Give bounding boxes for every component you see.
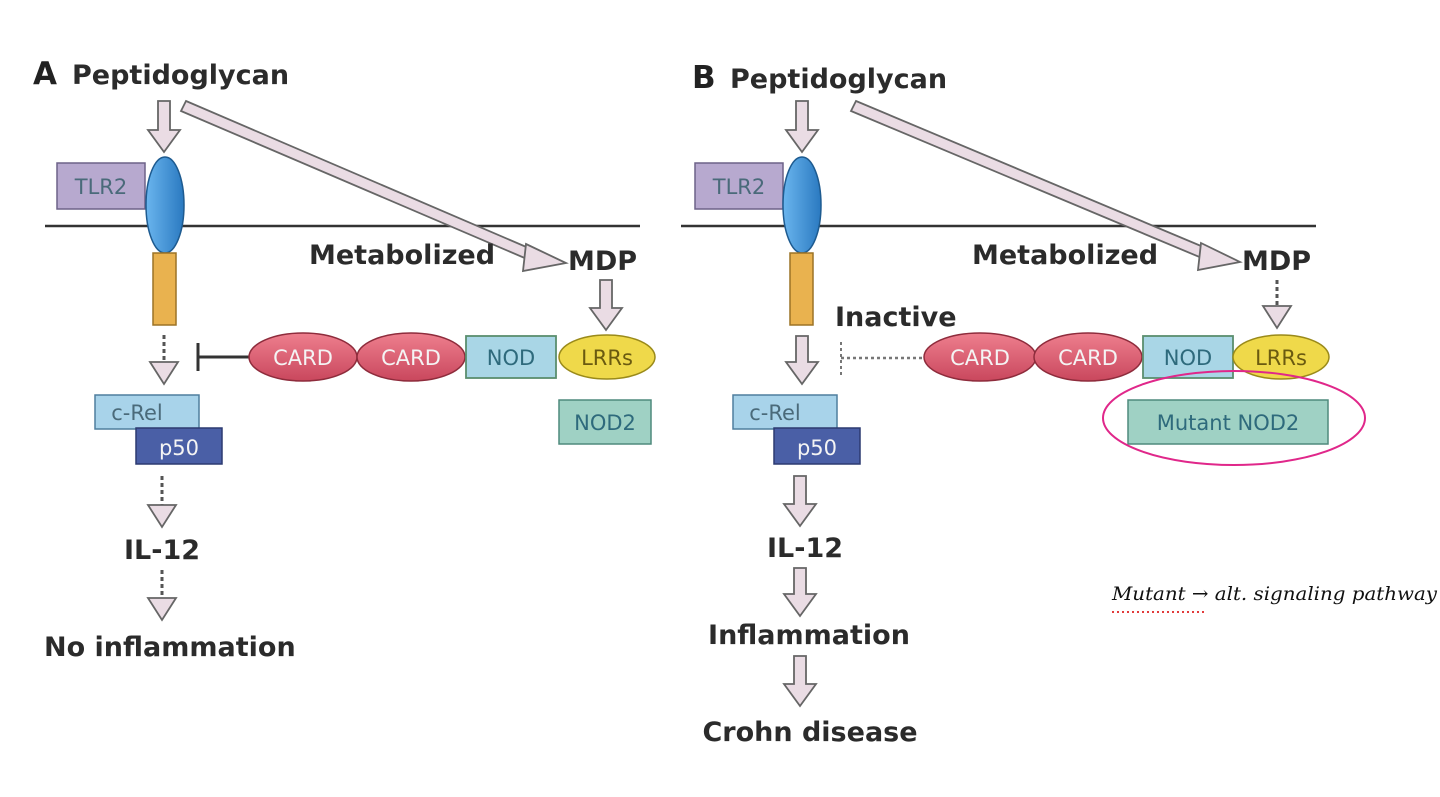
handwritten-annotation: Mutant → alt. signaling pathway: [1111, 583, 1437, 613]
panel-b-letter: B: [692, 60, 716, 96]
panel-b-arrow-to-tlr2: [784, 100, 820, 154]
panel-b-tlr2-label: TLR2: [712, 175, 765, 199]
panel-b-peptidoglycan-label: Peptidoglycan: [730, 64, 947, 95]
panel-b-lrrs-label: LRRs: [1255, 346, 1307, 370]
panel-a-card2-label: CARD: [381, 346, 441, 370]
handwritten-note-text: Mutant → alt. signaling pathway: [1111, 583, 1437, 605]
panel-b-card2-domain: [1033, 332, 1143, 382]
panel-a-nod2-box: [558, 399, 652, 445]
panel-b-p50-box: [773, 427, 861, 465]
panel-a-mdp-label: MDP: [568, 246, 637, 277]
panel-b-inactive-label: Inactive: [835, 302, 957, 333]
panel-a-nod-domain: [465, 335, 557, 379]
panel-a-outcome-label: No inflammation: [44, 632, 296, 663]
panel-a-crel-label: c-Rel: [111, 401, 163, 425]
panel-a-diagonal-arrow-head: [521, 242, 569, 273]
panel-a-arrow-mdp-to-lrrs: [588, 279, 624, 332]
panel-b-crel-label: c-Rel: [749, 401, 801, 425]
panel-b-receptor-ectodomain: [782, 156, 822, 254]
panel-b-mutant-nod2-box: [1127, 399, 1329, 445]
panel-a-metabolized-label: Metabolized: [309, 240, 495, 271]
panel-a-lrrs-domain: [558, 334, 656, 380]
panel-b-receptor-stem: [789, 252, 814, 326]
panel-b-diagonal-arrow-shaft: [849, 99, 1215, 263]
panel-b-p50-label: p50: [797, 436, 837, 460]
panel-a-p50-label: p50: [159, 436, 199, 460]
panel-b-crohn-disease-label: Crohn disease: [702, 717, 917, 748]
panel-a-nod2-label: NOD2: [574, 411, 636, 435]
panel-b-dashed-arrow-mdp-head: [1261, 305, 1293, 330]
panel-b-nod-label: NOD: [1164, 346, 1212, 370]
panel-a-receptor-stem: [152, 252, 177, 326]
panel-b-arrow-to-il12: [782, 475, 818, 528]
panel-b-il12-label: IL-12: [767, 533, 843, 564]
panel-b-mutant-nod2-label: Mutant NOD2: [1157, 411, 1300, 435]
panel-a-p50-box: [135, 427, 223, 465]
panel-b-arrow-to-inflammation: [782, 567, 818, 618]
panel-a-tlr2-box: [56, 162, 146, 210]
panel-b-diagonal-arrow-head: [1196, 241, 1243, 272]
panel-a-card1-label: CARD: [273, 346, 333, 370]
panel-b-card2-label: CARD: [1058, 346, 1118, 370]
panel-a-diagonal-arrow-shaft: [179, 99, 540, 264]
panel-b-mdp-label: MDP: [1242, 246, 1311, 277]
panel-a-il12-label: IL-12: [124, 535, 200, 566]
panel-a-lrrs-label: LRRs: [581, 346, 633, 370]
panel-b-card1-label: CARD: [950, 346, 1010, 370]
panel-b-arrow-to-crel: [784, 335, 820, 386]
panel-a-card2-domain: [356, 332, 466, 382]
panel-a-dashed-arrow2-head: [146, 504, 178, 529]
panel-a-receptor-ectodomain: [145, 156, 185, 254]
panel-b: B Peptidoglycan TLR2 Metabolized MDP Ina…: [681, 60, 1366, 748]
panel-a-arrow-to-tlr2: [146, 100, 182, 154]
panel-a-dashed-arrow-head: [148, 361, 180, 386]
panel-a-letter: A: [33, 56, 57, 92]
panel-b-inflammation-label: Inflammation: [708, 620, 910, 651]
panel-b-lrrs-domain: [1232, 334, 1330, 380]
panel-a: A Peptidoglycan TLR2 Metabolized MDP CAR…: [33, 56, 656, 663]
panel-a-tlr2-label: TLR2: [74, 175, 127, 199]
panel-b-arrow-to-crohn: [782, 655, 818, 708]
panel-a-peptidoglycan-label: Peptidoglycan: [72, 60, 289, 91]
panel-b-tlr2-box: [694, 162, 784, 210]
panel-b-metabolized-label: Metabolized: [972, 240, 1158, 271]
panel-a-dashed-arrow3-head: [146, 597, 178, 622]
panel-b-highlight-circle: [1102, 370, 1366, 466]
panel-a-nod-label: NOD: [487, 346, 535, 370]
